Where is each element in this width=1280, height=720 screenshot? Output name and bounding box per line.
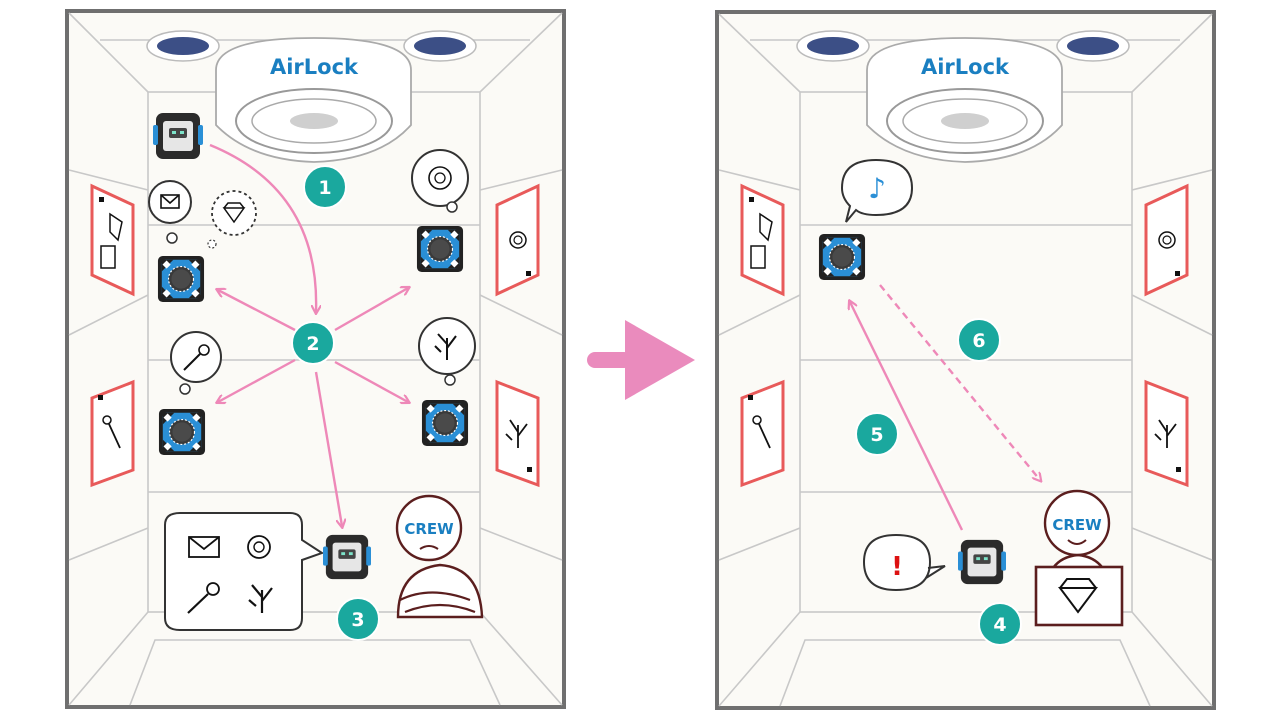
airlock-label: AirLock [921, 55, 1010, 79]
step-badge: 1 [303, 165, 347, 209]
crew-person: CREW [1034, 489, 1124, 627]
step-badge: 2 [291, 321, 335, 365]
diamond-icon [222, 202, 246, 224]
rover-robot [323, 534, 371, 580]
envelope-icon [160, 194, 180, 209]
airlock-module: AirLock [215, 37, 412, 163]
drone-robot [421, 399, 469, 447]
wall-card-coral [1144, 379, 1189, 488]
speech-bubble [862, 533, 946, 592]
crew-label: CREW [404, 520, 454, 538]
right-arrow-icon [587, 320, 695, 400]
wall-card-envelope-diamond [90, 183, 135, 297]
left-path-arrows [209, 143, 408, 526]
step-badge: 3 [336, 597, 380, 641]
crew-person: CREW [395, 494, 484, 619]
svg-text:4: 4 [993, 614, 1006, 636]
step-badge: 6 [957, 318, 1001, 362]
airlock-module: AirLock [866, 37, 1063, 163]
key-icon [198, 344, 210, 356]
wall-card-key [90, 379, 135, 488]
svg-text:5: 5 [870, 424, 883, 446]
wall-card-coral [495, 379, 540, 488]
svg-text:6: 6 [972, 330, 985, 352]
crew-label: CREW [1052, 516, 1102, 534]
shell-icon [247, 535, 271, 559]
svg-text:3: 3 [351, 609, 364, 631]
crew-speech-box [164, 512, 325, 631]
wall-card-shell [1144, 183, 1189, 297]
coral-icon [248, 584, 273, 613]
svg-text:2: 2 [306, 333, 319, 355]
wall-card-shell [495, 183, 540, 297]
svg-text:1: 1 [318, 177, 331, 199]
coral-icon [434, 333, 457, 360]
speech-bubble [840, 158, 914, 223]
rover-robot [958, 539, 1006, 585]
left-room-panel: AirLock [65, 9, 566, 709]
step-badge: 4 [978, 602, 1022, 646]
drone-robot [158, 408, 206, 456]
crew-held-card [1034, 565, 1124, 627]
envelope-icon [188, 536, 220, 558]
thought-bubble [411, 149, 469, 207]
wall-card-envelope-diamond [740, 183, 785, 297]
key-icon [206, 582, 220, 596]
thought-bubble-dashed [211, 190, 257, 236]
rover-robot [153, 113, 203, 159]
step-badge: 5 [855, 412, 899, 456]
diamond-icon [1058, 578, 1098, 614]
drone-robot [416, 225, 464, 273]
wall-card-key [740, 379, 785, 488]
exclamation-mark: ! [891, 552, 903, 582]
shell-icon [428, 166, 452, 190]
drone-robot [818, 233, 866, 281]
music-note-icon: ♪ [868, 172, 886, 205]
right-room-panel: AirLock ♪ [715, 10, 1216, 710]
airlock-label: AirLock [270, 55, 359, 79]
right-path-arrows [850, 284, 1040, 531]
drone-robot [157, 255, 205, 303]
